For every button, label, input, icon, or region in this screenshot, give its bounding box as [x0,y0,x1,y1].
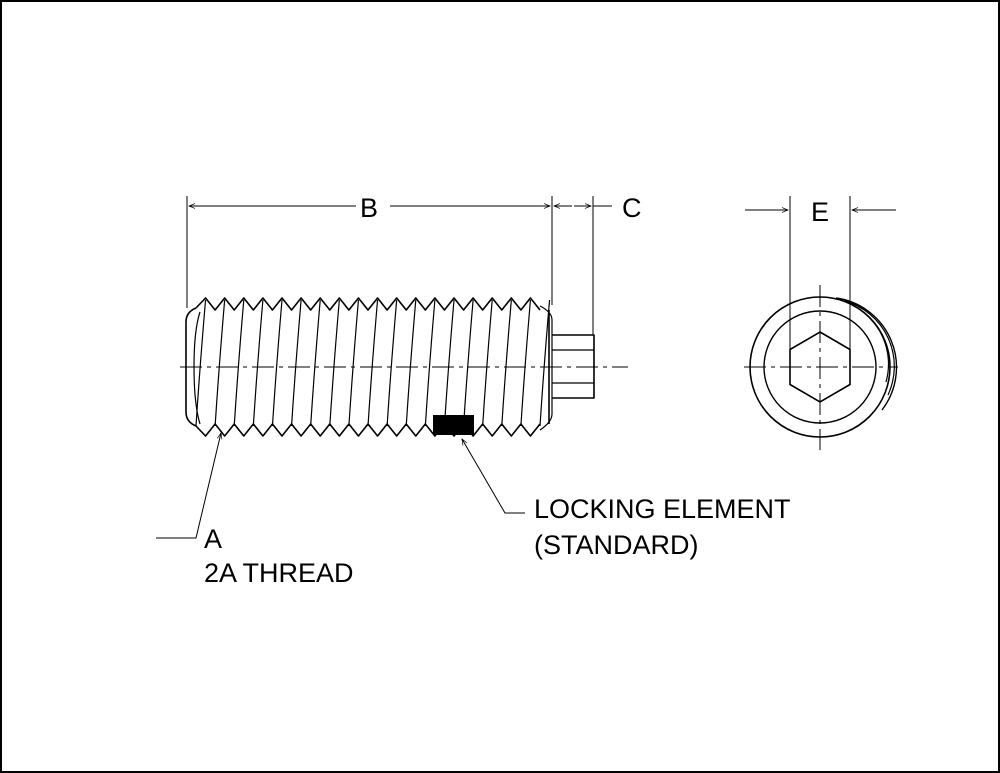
thread-helix-line [310,299,321,427]
screw-right-chamfer [539,305,553,431]
thread-helix-line [329,299,340,427]
thread-helix-line [520,299,532,427]
thread-helix-line [462,299,474,427]
set-screw-side-view [185,196,595,437]
thread-helix-line [214,299,226,427]
leader-locking [461,438,525,514]
thread-helix-line [252,299,264,427]
locking-callout-line2: (STANDARD) [534,530,699,560]
thread-callout-line1: A [204,524,223,554]
thread-top-profile [195,297,541,311]
locking-element-patch [433,415,474,435]
end-view-thread-arc-1 [835,297,898,411]
thread-helix-line [501,299,512,427]
thread-helix-line [290,299,302,427]
thread-helix-line [539,299,551,427]
dimension-label-e: E [811,197,830,227]
end-view-thread-arc-2 [844,300,895,396]
thread-helix-line [405,299,417,427]
dimension-label-b: B [360,193,379,223]
dimension-label-c: C [622,193,642,223]
leader-a [156,432,223,539]
thread-helix-line [195,299,207,427]
thread-helix-line [443,299,455,427]
thread-helix-line [424,299,436,427]
thread-helix-line [233,299,245,427]
thread-helix-line [348,299,360,427]
thread-helix-line [271,299,283,427]
thread-helix-line [482,299,493,427]
thread-helix-lines [195,299,551,427]
thread-callout-line2: 2A THREAD [204,558,354,588]
end-view-thread-arc-3 [851,304,890,383]
screw-left-chamfer [193,311,201,425]
thread-helix-line [367,299,379,427]
thread-helix-line [386,299,398,427]
locking-callout-line1: LOCKING ELEMENT [534,494,791,524]
